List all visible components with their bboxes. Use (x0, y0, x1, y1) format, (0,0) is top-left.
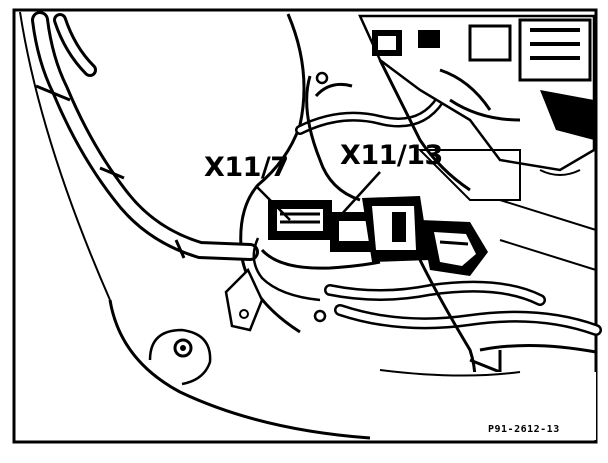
leader-x117 (255, 185, 291, 221)
bracket-tab (224, 267, 264, 332)
connector-x117-pins (280, 212, 320, 224)
main-cable-fill (34, 14, 256, 258)
mount-ear (148, 328, 212, 386)
leader-x1113 (339, 171, 381, 217)
lower-right-edge (379, 369, 521, 377)
connector-lower-wire (260, 248, 381, 270)
label-x117: X11/7 (204, 152, 289, 183)
connector-loop (252, 237, 321, 302)
mount-hole-center (180, 345, 186, 351)
housing-left-edge (19, 11, 111, 301)
plug-face (434, 232, 476, 266)
upper-right-components (358, 14, 597, 271)
relay-detail (392, 212, 406, 242)
housing-fill (16, 12, 440, 440)
housing-lower-edge (108, 299, 371, 440)
mount-hole (173, 338, 193, 358)
connector-x117-face (275, 207, 325, 233)
cable-bands (35, 84, 186, 259)
lower-right-panel (430, 372, 596, 440)
upper-cable-fill (56, 16, 94, 74)
plug-pins (439, 240, 469, 246)
figure-code: P91-2612-13 (488, 424, 560, 435)
wire-harness (295, 59, 602, 411)
label-x1113: X11/13 (340, 140, 443, 171)
connector-cluster (252, 196, 488, 302)
bracket-hole (239, 309, 249, 319)
